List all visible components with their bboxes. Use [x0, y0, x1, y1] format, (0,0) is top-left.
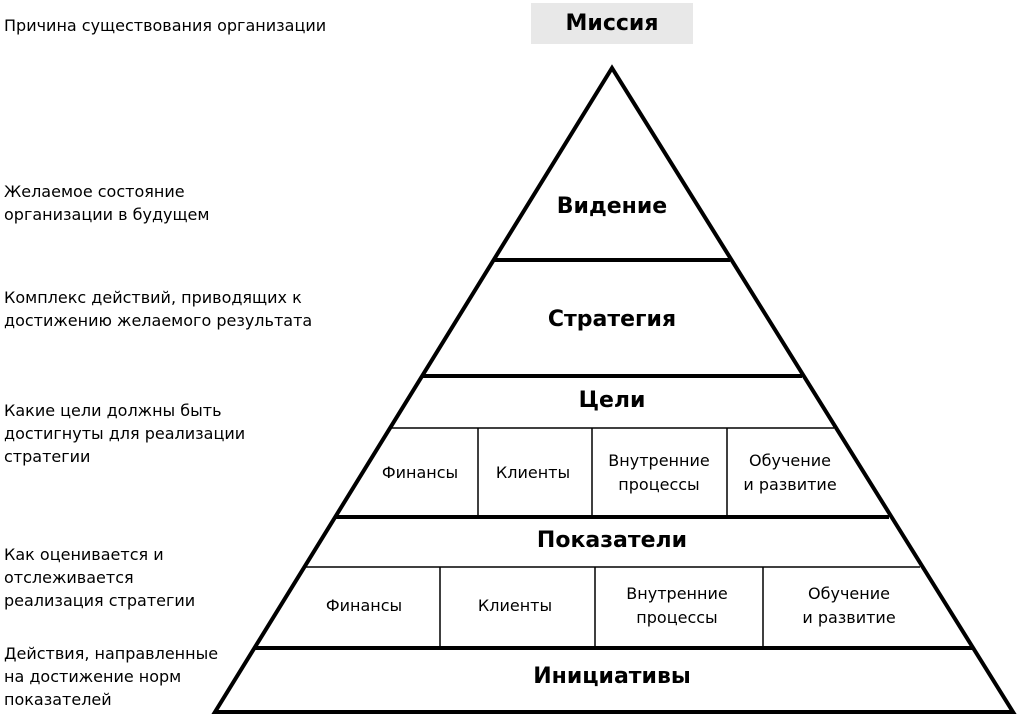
goal-cell-finance: Финансы — [381, 463, 459, 482]
level-vision: Видение — [556, 194, 668, 219]
level-indicators: Показатели — [536, 528, 688, 553]
goal-cell-internal-processes: Внутренние процессы — [608, 451, 710, 494]
level-strategy: Стратегия — [547, 307, 677, 332]
indicator-cell-finance: Финансы — [325, 596, 403, 615]
initiatives-description: Действия, направленные на достижение нор… — [4, 644, 219, 709]
mission-label: Миссия — [531, 3, 693, 44]
indicator-cell-internal-processes: Внутренние процессы — [626, 584, 728, 627]
indicator-cell-clients: Клиенты — [477, 596, 553, 615]
goals-description: Какие цели должны быть достигнуты для ре… — [4, 401, 246, 466]
level-initiatives: Инициативы — [533, 664, 691, 689]
mission-description: Причина существования организации — [4, 16, 327, 35]
level-goals: Цели — [578, 388, 646, 413]
indicator-cell-learning-growth: Обучение и развитие — [802, 584, 896, 627]
goal-cell-learning-growth: Обучение и развитие — [743, 451, 837, 494]
indicators-description: Как оценивается и отслеживается реализац… — [4, 545, 196, 610]
vision-description: Желаемое состояние организации в будущем — [4, 182, 210, 224]
strategy-description: Комплекс действий, приводящих к достижен… — [4, 288, 313, 330]
goal-cell-clients: Клиенты — [495, 463, 571, 482]
pyramid-outline — [211, 64, 1017, 714]
